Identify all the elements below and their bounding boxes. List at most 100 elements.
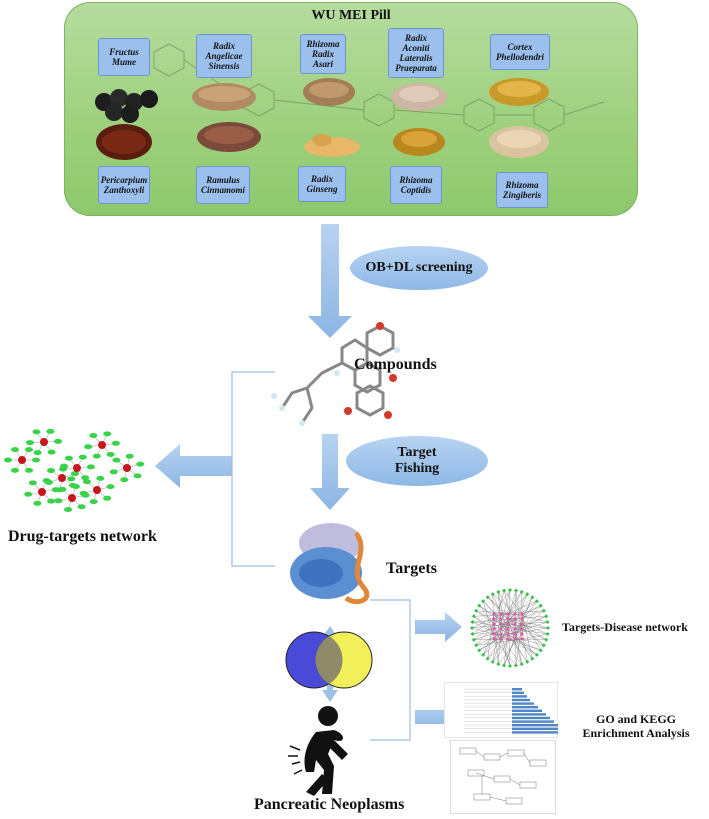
core-node: [520, 612, 524, 616]
herb-label-cortex-phellodendri: Cortex Phellodendri: [490, 34, 550, 70]
go-bar: [512, 702, 534, 705]
core-node: [513, 622, 517, 626]
target-node: [25, 447, 33, 453]
core-node: [492, 622, 496, 626]
go-kegg-label: GO and KEGG Enrichment Analysis: [582, 712, 690, 740]
go-bar: [512, 727, 558, 730]
go-bar: [512, 695, 527, 698]
down-arrow-2: [310, 434, 350, 510]
ring-node: [508, 664, 512, 668]
target-node: [125, 453, 134, 459]
core-node: [499, 627, 503, 631]
target-node: [92, 453, 101, 459]
target-node: [106, 451, 115, 457]
target-node: [11, 467, 19, 473]
ring-node: [534, 652, 539, 657]
compound-node: [68, 494, 76, 502]
target-node: [11, 447, 19, 453]
pericarpium-zanthoxyli-image: [96, 124, 152, 160]
ring-node: [481, 599, 486, 604]
go-bar: [512, 731, 558, 734]
core-node: [492, 632, 496, 636]
down-arrowhead: [322, 690, 338, 702]
go-bar: [512, 698, 530, 702]
ring-node: [508, 588, 512, 592]
ring-node: [534, 599, 539, 604]
target-node: [84, 444, 93, 450]
target-node: [78, 454, 87, 460]
target-node: [33, 450, 42, 456]
ring-node: [545, 631, 550, 636]
ring-node: [485, 595, 490, 600]
compound-molecule: [271, 322, 400, 426]
core-node: [492, 612, 496, 616]
target-node: [33, 500, 42, 506]
core-node: [492, 637, 496, 641]
herb-label-radix-ginseng: Radix Ginseng: [298, 166, 346, 202]
ring-node: [490, 592, 495, 597]
target-node: [55, 487, 64, 493]
core-node: [513, 637, 517, 641]
herb-images: [95, 78, 549, 160]
core-node: [506, 637, 510, 641]
ring-node: [496, 589, 501, 594]
target-fishing-label: Target Fishing: [346, 436, 488, 486]
core-node: [520, 637, 524, 641]
target-node: [77, 504, 86, 510]
ring-node: [470, 631, 475, 636]
right-bracket: [370, 599, 411, 741]
target-node: [79, 490, 88, 496]
herb-label-radix-angelicae: Radix Angelicae Sinensis: [196, 34, 252, 78]
target-node: [81, 475, 90, 481]
target-node: [120, 477, 129, 483]
target-node: [4, 457, 12, 463]
core-node: [506, 617, 510, 621]
go-bar: [512, 706, 538, 709]
target-node: [32, 429, 41, 435]
target-node: [64, 507, 73, 513]
go-bar: [512, 691, 524, 694]
target-node: [46, 428, 55, 434]
herb-label-ramulus-cinnamomi: Ramulus Cinnamomi: [196, 166, 250, 204]
compound-node: [40, 438, 48, 446]
go-bar: [512, 720, 554, 723]
core-node: [520, 617, 524, 621]
ring-node: [519, 589, 524, 594]
target-node: [25, 467, 33, 473]
ring-node: [471, 637, 476, 642]
herb-label-rhizoma-zingiberis: Rhizoma Zingiberis: [496, 172, 548, 208]
go-enrichment-chart: [444, 682, 558, 738]
target-node: [47, 449, 56, 455]
target-node: [103, 431, 112, 437]
target-node: [103, 495, 112, 501]
ring-node: [471, 614, 476, 619]
core-node: [513, 612, 517, 616]
compounds-label: Compounds: [354, 356, 437, 373]
go-bar: [512, 716, 550, 720]
core-node: [520, 627, 524, 631]
targets-disease-network-graph: [470, 588, 550, 668]
core-node: [499, 632, 503, 636]
ring-node: [477, 648, 482, 653]
down-arrow-1: [308, 224, 352, 338]
target-node: [67, 476, 76, 482]
target-node: [28, 480, 37, 486]
radix-ginseng-image: [304, 134, 360, 157]
ring-node: [470, 620, 475, 625]
core-node: [506, 632, 510, 636]
ring-node: [541, 643, 546, 648]
core-node: [513, 627, 517, 631]
rhizoma-coptidis-image: [393, 128, 445, 156]
target-node: [60, 463, 69, 469]
core-node: [492, 627, 496, 631]
target-node: [112, 457, 121, 463]
cortex-phellodendri-image: [489, 78, 549, 106]
target-node: [89, 433, 98, 439]
targets-label: Targets: [386, 560, 437, 577]
target-node: [133, 473, 142, 479]
ring-node: [538, 603, 543, 608]
ob-dl-screening-label: OB+DL screening: [350, 246, 488, 290]
right-arrow-disease-network: [415, 612, 462, 642]
target-node: [26, 440, 35, 446]
kegg-pathway-map: [450, 740, 556, 814]
